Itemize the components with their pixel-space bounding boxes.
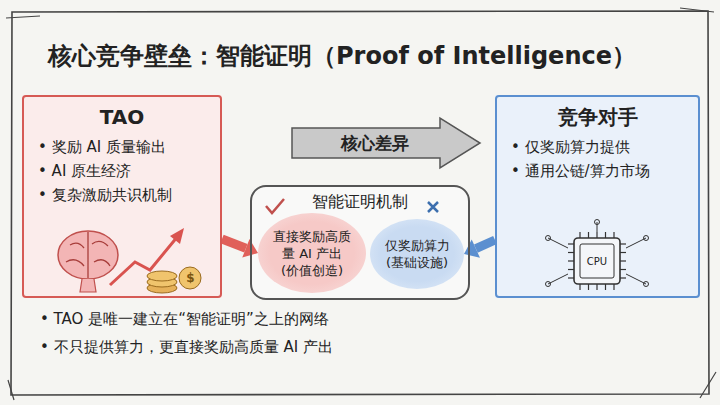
coin-symbol: $: [186, 271, 194, 285]
bullet-item: • AI 原生经济: [38, 159, 206, 183]
cross-mark: [428, 202, 438, 212]
circle-text: 仅奖励算力: [385, 237, 450, 254]
note-text: • 不只提供算力，更直接奖励高质量 AI 产出: [40, 336, 333, 358]
circle-note: (基础设施): [386, 254, 448, 271]
difference-arrow: 核心差异: [290, 116, 482, 170]
rival-fill: [495, 95, 700, 298]
rival-box: 竞争对手 • 仅奖励算力提供• 通用公链/算力市场: [495, 95, 700, 298]
cpu-illustration: [546, 220, 649, 291]
bullet-item: • 通用公链/算力市场: [511, 159, 684, 183]
tao-fill: [22, 95, 222, 298]
mechanism-fill: [251, 186, 469, 299]
check-mark: [266, 199, 284, 213]
box-heading: TAO: [38, 103, 206, 131]
tao-box: TAO • 奖励 AI 质量输出• AI 原生经济• 复杂激励共识机制: [22, 95, 222, 298]
bullet-item: • 奖励 AI 质量输出: [38, 135, 206, 159]
circle-text: 直接奖励高质量 AI 产出: [268, 228, 356, 262]
bullet-item: • 复杂激励共识机制: [38, 183, 206, 207]
box-heading: 竞争对手: [511, 103, 684, 131]
arrow-label: 核心差异: [341, 132, 409, 155]
infra-circle: 仅奖励算力(基础设施): [370, 219, 464, 289]
circle-note: (价值创造): [281, 262, 343, 279]
chip-label: CPU: [587, 256, 607, 267]
fat-arrow: [222, 239, 258, 258]
bullet-item: • 仅奖励算力提供: [511, 135, 684, 159]
note-text: • TAO 是唯一建立在“智能证明”之上的网络: [40, 308, 329, 330]
box-heading: 智能证明机制: [260, 191, 460, 213]
brain-illustration: [58, 228, 201, 293]
sketch-strokes: [6, 8, 716, 400]
diagram-title: 核心竞争壁垒：智能证明（Proof of Intelligence）: [48, 40, 636, 72]
sketch-frame: [11, 11, 709, 395]
mechanism-box: 智能证明机制直接奖励高质量 AI 产出(价值创造)仅奖励算力(基础设施): [250, 185, 470, 300]
value-circle: 直接奖励高质量 AI 产出(价值创造): [258, 213, 366, 293]
